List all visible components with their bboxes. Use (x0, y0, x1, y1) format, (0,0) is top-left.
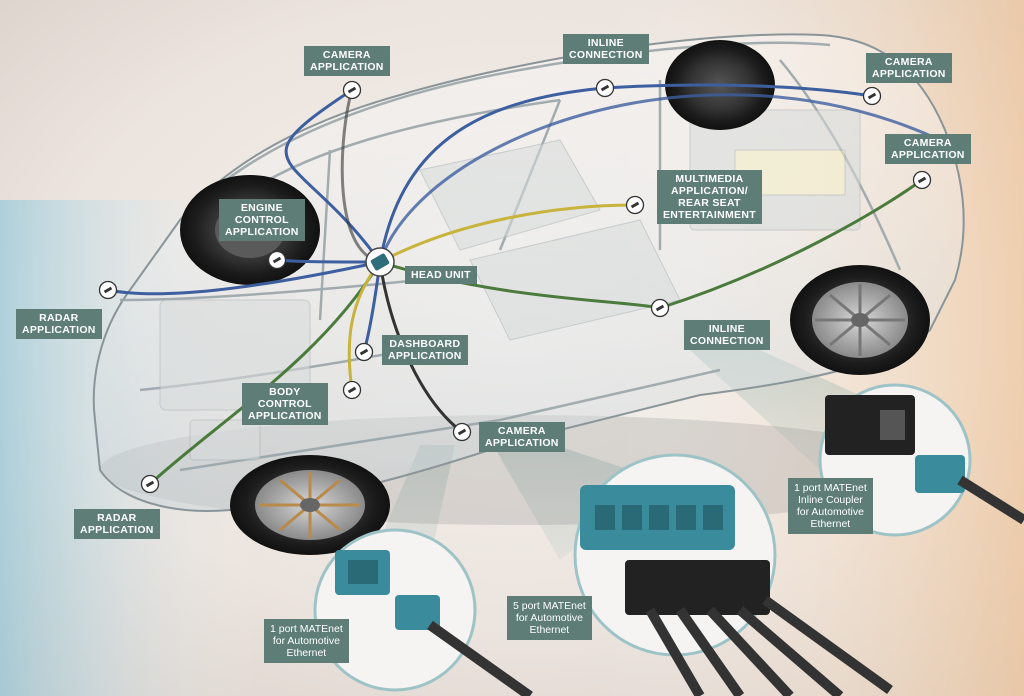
node-engine (267, 250, 287, 270)
product-circle-one-port (313, 528, 533, 696)
front-bottom-wheel (230, 455, 390, 555)
label-camera-top-left: CAMERA APPLICATION (304, 46, 390, 76)
node-camera-bottom (452, 422, 472, 442)
label-camera-top-right: CAMERA APPLICATION (866, 53, 952, 83)
label-inline-right: INLINE CONNECTION (684, 320, 770, 350)
label-body-control: BODY CONTROL APPLICATION (242, 383, 328, 425)
node-inline-top (595, 78, 615, 98)
node-camera-top-right (862, 86, 882, 106)
label-inline-top: INLINE CONNECTION (563, 34, 649, 64)
head-unit-node (365, 247, 395, 277)
node-camera-right (912, 170, 932, 190)
node-multimedia (625, 195, 645, 215)
label-radar-left: RADAR APPLICATION (16, 309, 102, 339)
node-radar-bottom (140, 474, 160, 494)
label-engine: ENGINE CONTROL APPLICATION (219, 199, 305, 241)
node-radar-left (98, 280, 118, 300)
node-camera-top-left (342, 80, 362, 100)
node-dashboard (354, 342, 374, 362)
rear-bottom-wheel (790, 265, 930, 375)
label-radar-bottom: RADAR APPLICATION (74, 509, 160, 539)
product-label-coupler: 1 port MATEnet Inline Coupler for Automo… (788, 478, 873, 534)
label-dashboard: DASHBOARD APPLICATION (382, 335, 468, 365)
product-label-one-port: 1 port MATEnet for Automotive Ethernet (264, 619, 349, 663)
label-multimedia: MULTIMEDIA APPLICATION/ REAR SEAT ENTERT… (657, 170, 762, 224)
node-body-control (342, 380, 362, 400)
product-circle-five-port (573, 453, 893, 696)
label-head-unit: HEAD UNIT (405, 266, 477, 284)
product-label-five-port: 5 port MATEnet for Automotive Ethernet (507, 596, 592, 640)
node-inline-right (650, 298, 670, 318)
label-camera-right: CAMERA APPLICATION (885, 134, 971, 164)
label-camera-bottom: CAMERA APPLICATION (479, 422, 565, 452)
